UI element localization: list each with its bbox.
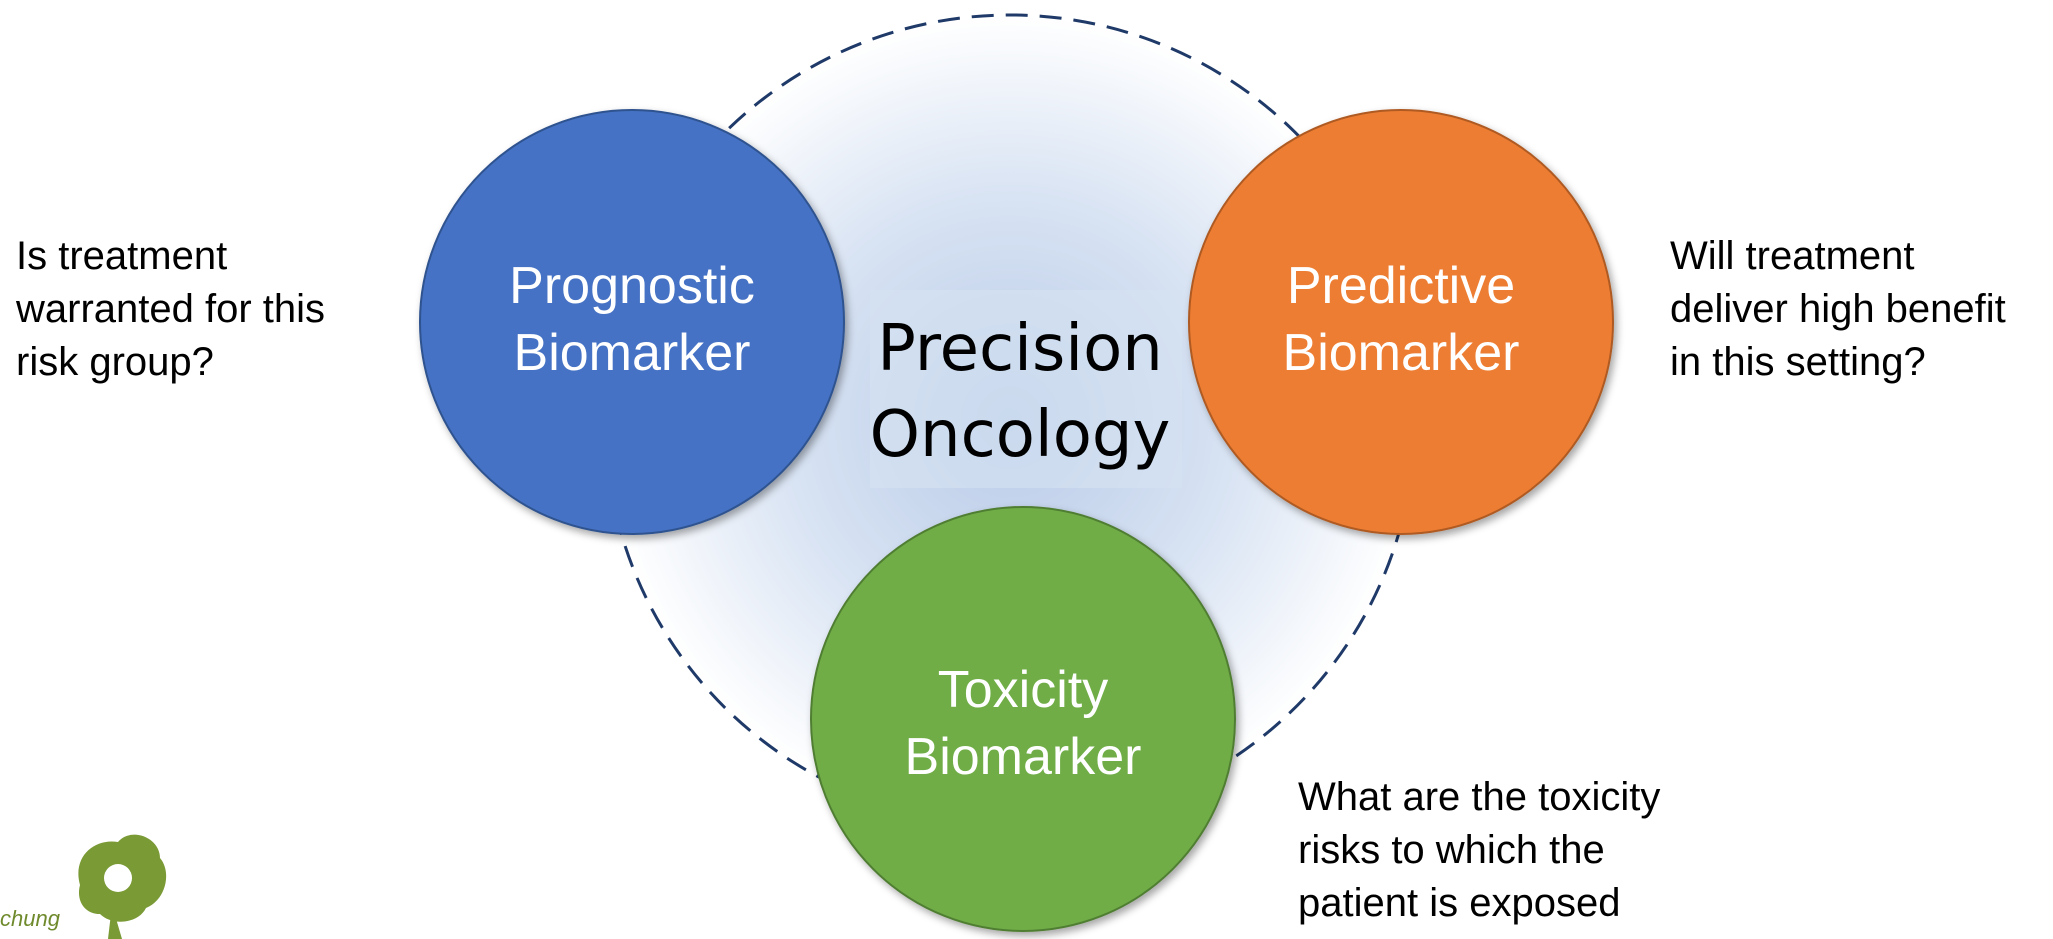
toxicity-label-line1: Toxicity [938,661,1108,719]
prognostic-question-line1: Is treatment [16,234,228,278]
toxicity-question: What are the toxicity risks to which the… [1298,771,1660,930]
prognostic-label-line2: Biomarker [514,324,751,382]
center-title-line1: Precision [877,312,1163,386]
toxicity-question-line3: patient is exposed [1298,881,1621,925]
center-title-line2: Oncology [870,398,1171,472]
predictive-label-line1: Predictive [1287,257,1515,315]
prognostic-question: Is treatment warranted for this risk gro… [16,230,325,389]
predictive-question-line1: Will treatment [1670,234,1915,278]
prognostic-label-line1: Prognostic [509,257,755,315]
predictive-label-line2: Biomarker [1283,324,1520,382]
prognostic-question-line2: warranted for this [16,287,326,331]
prognostic-circle [419,109,845,535]
logo-wordmark: chung [0,906,60,931]
toxicity-question-line1: What are the toxicity [1298,775,1661,819]
predictive-circle [1188,109,1614,535]
prognostic-question-line3: risk group? [16,340,214,384]
toxicity-biomarker-node [810,506,1236,932]
predictive-question: Will treatment deliver high benefit in t… [1670,230,2006,389]
predictive-question-line2: deliver high benefit [1670,287,2006,331]
toxicity-circle [810,506,1236,932]
prognostic-biomarker-node [419,109,845,535]
predictive-biomarker-node [1188,109,1614,535]
center-label-backdrop [870,290,1182,488]
toxicity-label-line2: Biomarker [905,728,1142,786]
predictive-question-line3: in this setting? [1670,340,1926,384]
organization-logo-icon [78,834,167,939]
toxicity-question-line2: risks to which the [1298,828,1605,872]
